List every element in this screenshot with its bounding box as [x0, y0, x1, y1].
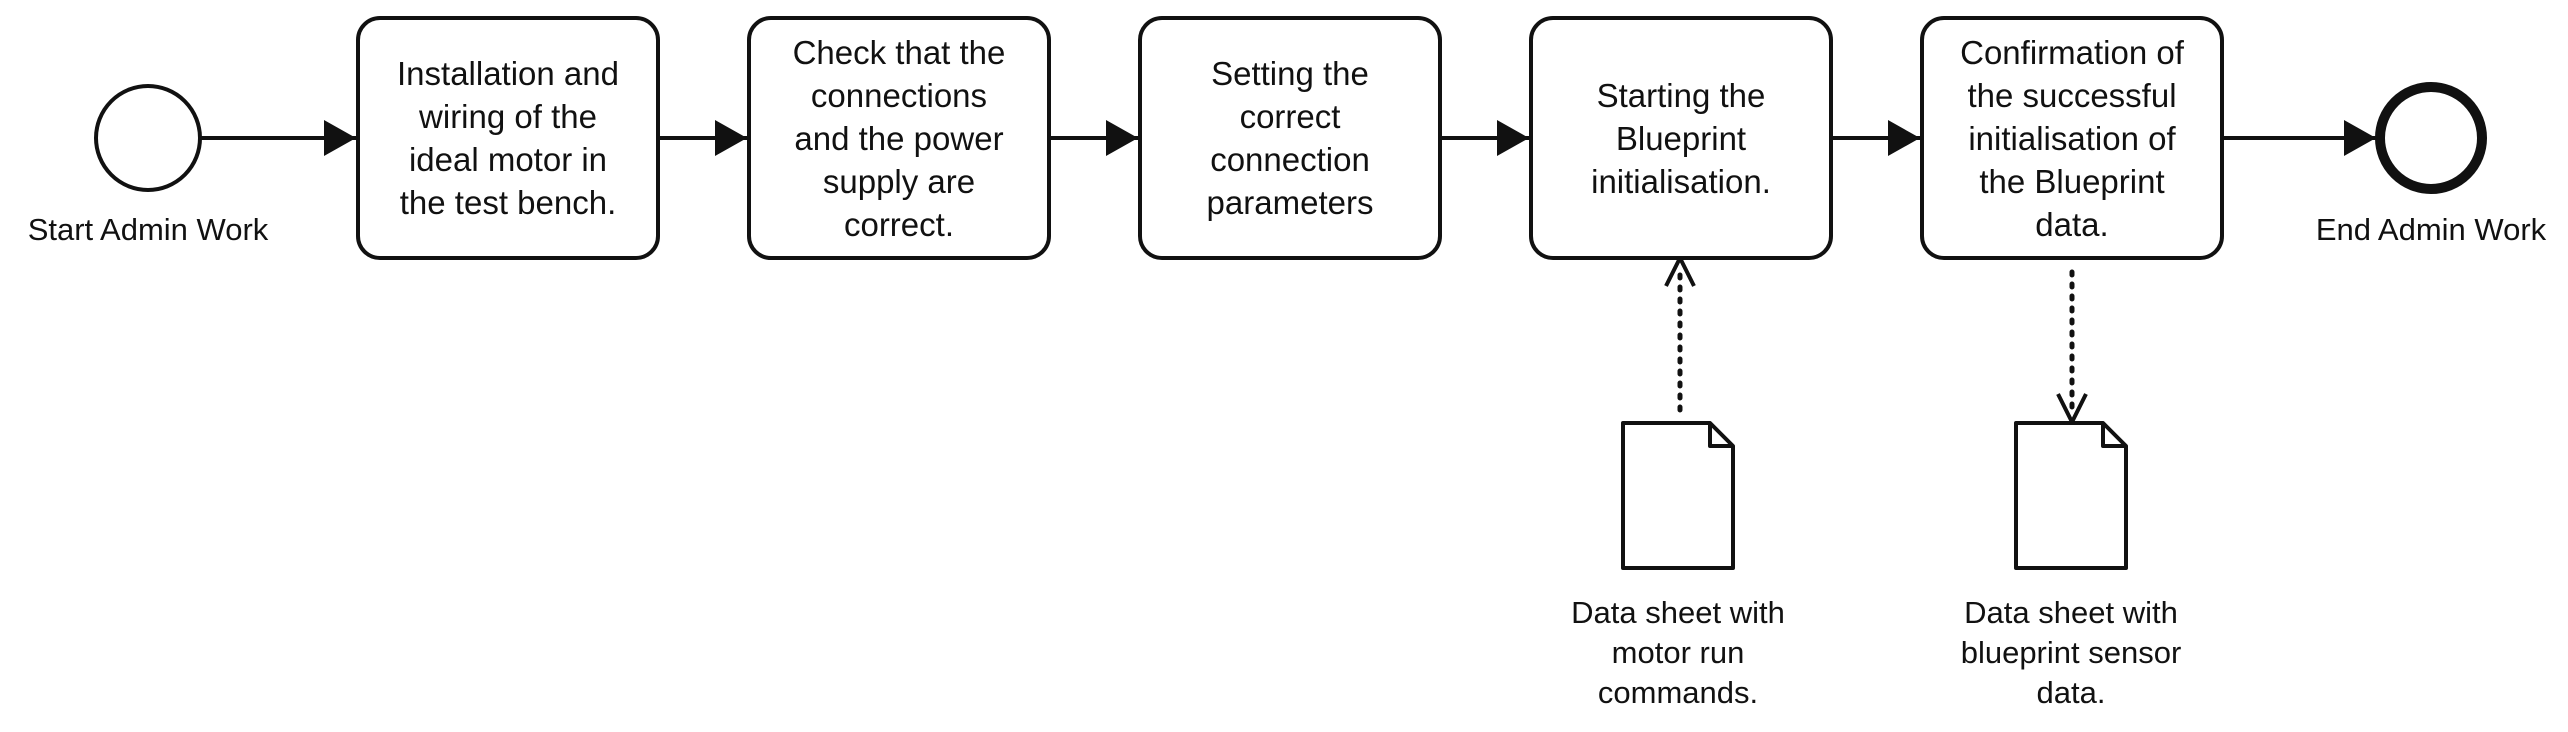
- document-icon: [2014, 421, 2128, 570]
- data-object-2-label: Data sheet with blueprint sensor data.: [1960, 595, 2182, 710]
- document-icon: [1621, 421, 1735, 570]
- task-1[interactable]: Installation and wiring of the ideal mot…: [356, 16, 660, 260]
- task-2-text: Check that the connections and the power…: [792, 33, 1006, 243]
- flow-arrowhead: [324, 120, 356, 156]
- task-4-text: Starting the Blueprint initialisation.: [1591, 76, 1771, 200]
- start-event-circle[interactable]: [94, 84, 202, 192]
- task-2[interactable]: Check that the connections and the power…: [747, 16, 1051, 260]
- flow-arrowhead: [2344, 120, 2376, 156]
- association-open-arrowhead: [1664, 253, 1696, 287]
- sequence-flows: [200, 120, 2376, 156]
- data-object-1-label: Data sheet with motor run commands.: [1571, 595, 1785, 710]
- flow-arrowhead: [1106, 120, 1138, 156]
- document-fold: [2101, 423, 2126, 448]
- end-event-circle[interactable]: [2375, 82, 2487, 194]
- data-associations: [1664, 253, 2088, 427]
- flow-arrowhead: [1497, 120, 1529, 156]
- task-5[interactable]: Confirmation of the successful initialis…: [1920, 16, 2224, 260]
- task-4[interactable]: Starting the Blueprint initialisation.: [1529, 16, 1833, 260]
- data-object-1[interactable]: [1621, 421, 1735, 570]
- data-object-2[interactable]: [2014, 421, 2128, 570]
- flow-arrowhead: [715, 120, 747, 156]
- start-event-label: Start Admin Work: [27, 212, 269, 247]
- task-3[interactable]: Setting the correct connection parameter…: [1138, 16, 1442, 260]
- task-1-text: Installation and wiring of the ideal mot…: [397, 55, 619, 221]
- end-event-label: End Admin Work: [2315, 212, 2547, 247]
- document-fold: [1708, 423, 1733, 448]
- task-5-text: Confirmation of the successful initialis…: [1960, 33, 2184, 243]
- flow-arrowhead: [1888, 120, 1920, 156]
- task-3-text: Setting the correct connection parameter…: [1206, 55, 1374, 221]
